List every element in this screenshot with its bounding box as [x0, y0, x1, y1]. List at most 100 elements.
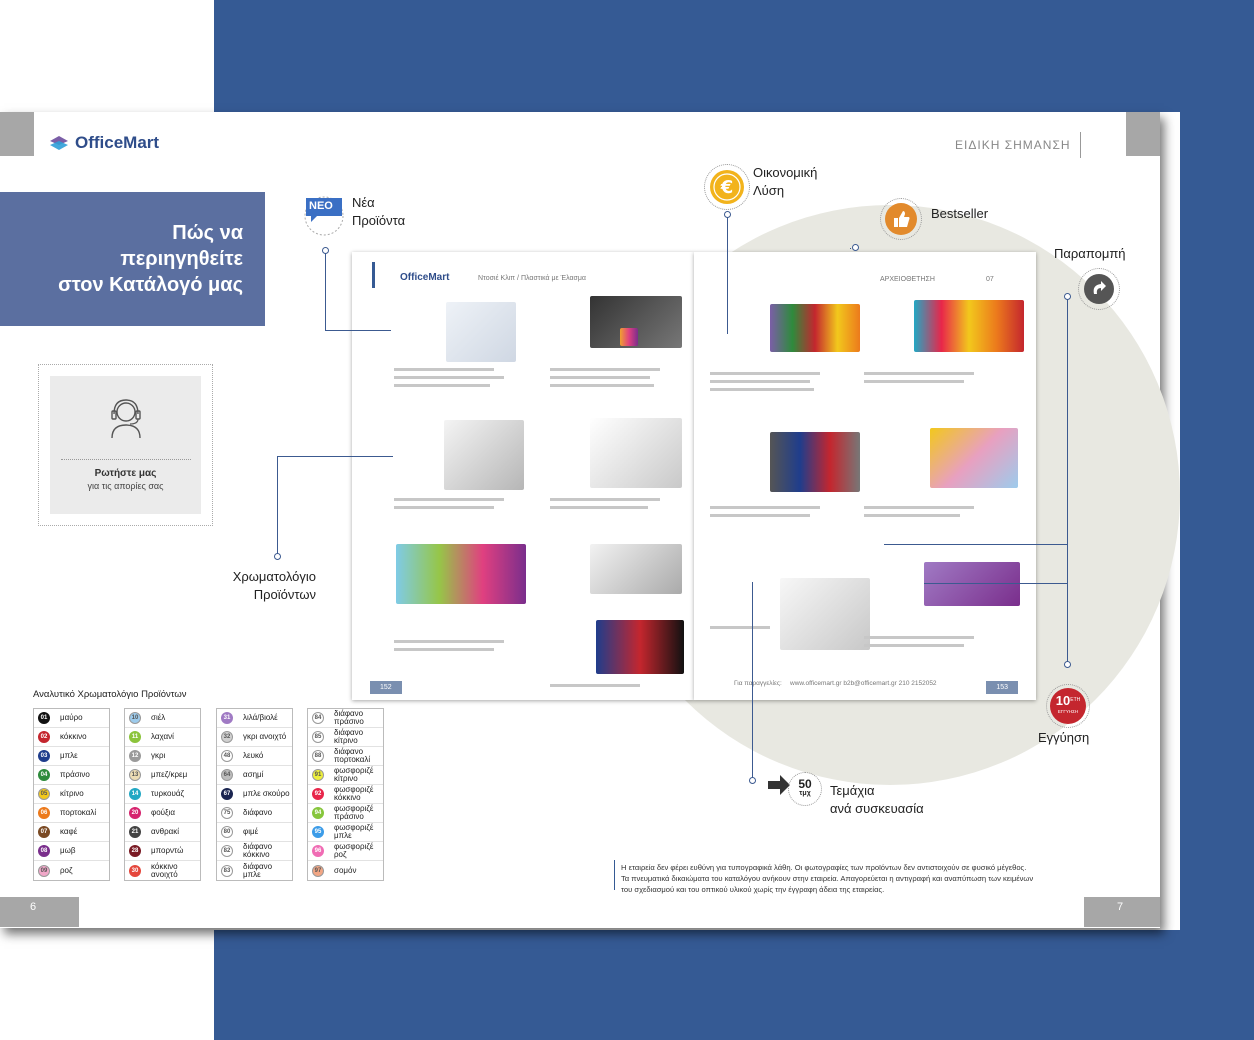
reference-arrow-icon	[1078, 268, 1120, 310]
legend-row: 82 διάφανο κόκκινο	[217, 842, 292, 861]
color-swatch: 01	[38, 712, 50, 724]
color-swatch: 12	[129, 750, 141, 762]
callout-eco-line-2: Λύση	[753, 183, 785, 198]
color-name: φιμέ	[243, 827, 259, 836]
connector-line	[752, 582, 753, 780]
product-text	[710, 380, 810, 383]
legend-row: 88 διάφανο πορτοκαλί	[308, 747, 383, 766]
product-text	[710, 372, 820, 375]
color-swatch: 13	[129, 769, 141, 781]
color-swatch: 28	[129, 845, 141, 857]
color-swatch: 95	[312, 826, 324, 838]
color-name: φωσφοριζέ ροζ	[334, 842, 374, 859]
color-name: μπλε σκούρο	[243, 789, 290, 798]
connector-dot	[1064, 661, 1071, 668]
product-image	[930, 428, 1018, 488]
product-image	[590, 418, 682, 488]
color-name: διάφανο μπλε	[243, 861, 273, 879]
title-line-2: περιηγηθείτε	[120, 248, 243, 270]
color-name: πορτοκαλί	[60, 808, 97, 817]
color-name: λευκό	[243, 751, 264, 760]
callout-pack: Τεμάχια ανά συσκευασία	[830, 782, 924, 818]
callout-reference: Παραπομπή	[1054, 246, 1126, 261]
disclaimer: Η εταιρεία δεν φέρει ευθύνη για τυπογραφ…	[621, 862, 1061, 895]
disclaimer-line-2: Τα πνευματικά δικαιώματα του καταλόγου α…	[621, 874, 1034, 883]
color-swatch: 82	[221, 845, 233, 857]
color-name: κόκκινο	[60, 732, 87, 741]
legend-row: 01 μαύρο	[34, 709, 109, 728]
divider	[60, 459, 191, 460]
color-swatch: 88	[312, 750, 324, 762]
connector-line	[727, 214, 728, 334]
product-text	[550, 376, 650, 379]
callout-pack-line-2: ανά συσκευασία	[830, 801, 924, 816]
connector-dot	[749, 777, 756, 784]
warranty-badge-caption: ΕΓΓΥΗΣΗ	[1057, 709, 1079, 714]
product-text	[394, 506, 494, 509]
product-text	[710, 506, 820, 509]
color-name: σιέλ	[151, 713, 166, 722]
product-text	[864, 372, 974, 375]
product-image	[446, 302, 516, 362]
color-swatch: 05	[38, 788, 50, 800]
product-text	[394, 648, 494, 651]
color-name: φούξια	[151, 808, 175, 817]
warranty-badge-icon: 10ΕΤΗ ΕΓΓΥΗΣΗ	[1046, 684, 1090, 728]
color-swatch: 31	[221, 712, 233, 724]
color-name: κόκκινο ανοιχτό	[151, 861, 178, 879]
pack-quantity-icon: 50 τμχ	[768, 772, 824, 806]
color-swatch: 91	[312, 769, 324, 781]
legend-row: 12 γκρι	[125, 747, 200, 766]
corner-tab-right	[1126, 112, 1160, 156]
color-name: ανθρακί	[151, 827, 180, 836]
callout-new-line-2: Προϊόντα	[352, 213, 406, 228]
brand-name: OfficeMart	[75, 133, 160, 152]
color-name: διάφανο κόκκινο	[243, 842, 273, 859]
product-text	[710, 514, 810, 517]
legend-title: Αναλυτικό Χρωματολόγιο Προϊόντων	[33, 689, 187, 700]
color-swatch: 20	[129, 807, 141, 819]
color-swatch: 94	[312, 807, 324, 819]
color-swatch: 09	[38, 864, 50, 877]
color-name: διάφανο πορτοκαλί	[334, 747, 371, 764]
product-text	[710, 388, 814, 391]
color-name: μπλε	[60, 751, 78, 760]
product-text	[394, 640, 504, 643]
product-text	[864, 506, 974, 509]
catalog-page-right: ΑΡΧΕΙΟΘΕΤΗΣΗ 07 Για παραγγελίες: www.off…	[694, 252, 1036, 700]
connector-dot	[322, 247, 329, 254]
catalog-brand: OfficeMart	[400, 272, 450, 283]
color-name: μπεζ/κρεμ	[151, 770, 188, 779]
color-name: μαύρο	[60, 713, 83, 722]
svg-text:€: €	[720, 177, 734, 198]
euro-icon: €	[704, 164, 750, 210]
connector-line	[325, 330, 391, 331]
callout-economic: Οικονομική Λύση	[753, 164, 817, 200]
color-swatch: 10	[129, 712, 141, 724]
color-name: ροζ	[60, 865, 73, 875]
color-name: γκρι ανοιχτό	[243, 732, 287, 741]
pack-number: 50	[798, 777, 812, 791]
header-divider	[1080, 132, 1081, 158]
catalog-illustration: OfficeMart Ντοσιέ Κλιπ / Πλαστικά με Έλα…	[352, 252, 1036, 700]
color-name: γκρι	[151, 751, 166, 760]
color-name: τυρκουάζ	[151, 789, 184, 798]
connector-dot	[724, 211, 731, 218]
color-swatch: 21	[129, 826, 141, 838]
ask-subtitle: για τις απορίες σας	[87, 481, 164, 491]
catalog-page-left: OfficeMart Ντοσιέ Κλιπ / Πλαστικά με Έλα…	[352, 252, 694, 700]
catalog-page-tag: 07	[986, 276, 994, 283]
catalog-page-number-left: 152	[370, 681, 402, 694]
color-swatch: 84	[312, 712, 324, 724]
